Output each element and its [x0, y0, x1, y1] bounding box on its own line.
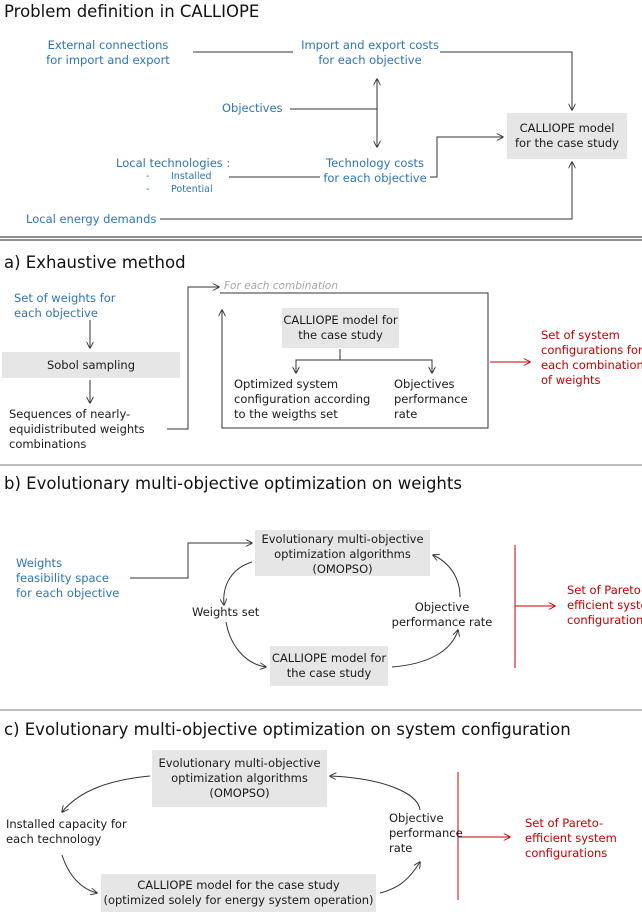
- arrow-model-perf: [340, 359, 432, 373]
- arc-weightsset-model: [225, 621, 266, 667]
- connector-sequences-loop: [167, 287, 219, 430]
- connector-import-model: [440, 51, 572, 110]
- arc-perf-algo-c: [330, 776, 421, 811]
- problem-title: Problem definition in CALLIOPE: [4, 2, 260, 21]
- local-technologies-label: Local technologies :: [116, 156, 231, 170]
- arc-perf-algo: [433, 555, 461, 598]
- arrow-model-optimized: [296, 349, 341, 373]
- calliope-model-box-problem: [507, 113, 627, 159]
- calliope-model-box-a: [282, 308, 399, 348]
- local-energy-demands-label: Local energy demands: [26, 212, 157, 226]
- arrow-feasibility-algo: [130, 543, 252, 579]
- potential-bullet: -: [146, 184, 150, 195]
- calliope-model-box-c: [101, 874, 376, 912]
- weights-set-node-label: Weights set: [192, 605, 260, 619]
- connector-demands-model: [160, 162, 572, 220]
- algorithm-box-b: [255, 530, 430, 576]
- result-label-b: Set of Pareto-efficient systemconfigurat…: [567, 583, 642, 627]
- sobol-sampling-box: [2, 352, 180, 378]
- loop-frame: [220, 292, 489, 429]
- sequences-label: Sequences of nearly-equidistributed weig…: [9, 407, 145, 451]
- objectives-label: Objectives: [222, 101, 283, 115]
- algorithm-box-c: [152, 750, 327, 807]
- arc-model-perf-c: [379, 862, 420, 894]
- section-c-title: c) Evolutionary multi-objective optimiza…: [4, 720, 571, 739]
- connector-techcosts-model: [430, 137, 503, 178]
- arc-algo-weightsset: [224, 561, 253, 605]
- arc-installed-model: [61, 854, 97, 893]
- sobol-sampling-label: Sobol sampling: [46, 358, 136, 372]
- calliope-model-box-b: [270, 646, 388, 686]
- arc-model-perf: [391, 630, 458, 668]
- installed-bullet: -: [146, 171, 150, 182]
- arc-algo-installed: [62, 775, 151, 812]
- installed-label: Installed: [171, 171, 212, 182]
- potential-label: Potential: [171, 184, 213, 195]
- calliope-model-label-c: CALLIOPE model for the case study(optimi…: [103, 878, 374, 907]
- for-each-combination-label: For each combination: [224, 280, 338, 292]
- section-a-title: a) Exhaustive method: [4, 253, 186, 272]
- section-b-title: b) Evolutionary multi-objective optimiza…: [4, 474, 462, 493]
